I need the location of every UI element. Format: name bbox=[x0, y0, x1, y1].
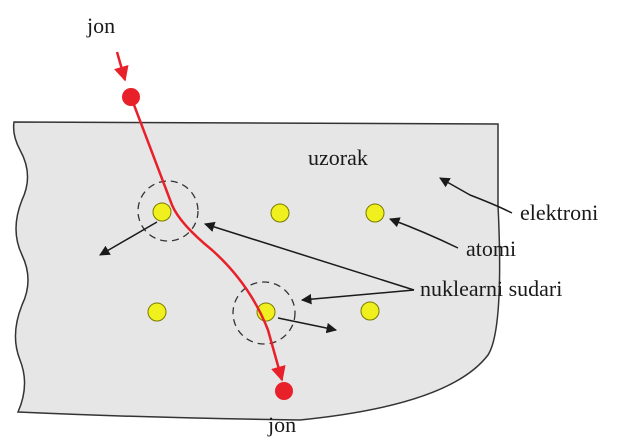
ion-start bbox=[122, 88, 140, 106]
atoms-pointer bbox=[389, 217, 459, 249]
electrons-label: elektroni bbox=[520, 200, 598, 225]
ion-top-label: jon bbox=[86, 13, 115, 38]
ion-bottom-label: jon bbox=[267, 412, 296, 437]
atom bbox=[270, 203, 290, 223]
ion-incoming-arrow bbox=[114, 51, 129, 82]
atom bbox=[152, 202, 172, 222]
collisions-pointer-2 bbox=[300, 289, 415, 305]
collision-circle-2 bbox=[232, 281, 296, 345]
collisions-pointer-1 bbox=[203, 221, 415, 291]
sample-label: uzorak bbox=[308, 145, 368, 170]
ion-trajectory bbox=[129, 96, 286, 382]
electrons-pointer bbox=[439, 177, 513, 214]
atom bbox=[365, 203, 385, 223]
atom bbox=[360, 301, 380, 321]
collision-circle-1 bbox=[137, 180, 199, 242]
sample-region bbox=[12, 121, 501, 421]
recoil-arrow-2 bbox=[277, 317, 338, 334]
ion-end bbox=[275, 382, 293, 400]
atom bbox=[147, 302, 167, 322]
nuclear-collisions-label: nuklearni sudari bbox=[420, 276, 562, 301]
recoil-arrow-1 bbox=[99, 221, 158, 256]
atoms-label: atomi bbox=[466, 236, 516, 261]
